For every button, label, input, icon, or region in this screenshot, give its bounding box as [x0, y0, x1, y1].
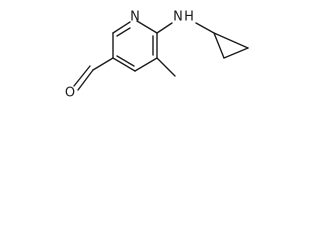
bond-c4-c5-inner	[116, 55, 135, 67]
bond-c4-c5	[112, 57, 136, 72]
structure-canvas: N N H O	[0, 0, 260, 104]
amine-hydrogen-label: H	[184, 10, 194, 25]
bond-c3-methyl	[156, 57, 176, 77]
cyclopropyl-ring	[213, 32, 249, 59]
bond-c6-n1-inner	[116, 27, 131, 37]
bond-c3-c4	[134, 57, 158, 72]
amine-nitrogen-label: N	[173, 10, 183, 25]
bond-cho-o-inner	[73, 65, 91, 87]
bond-cp-3	[223, 47, 249, 59]
bond-c5-cho	[92, 57, 114, 71]
bond-cp-1	[213, 32, 225, 59]
bond-c6-n1	[112, 21, 131, 34]
bond-n1-c2	[136, 20, 158, 34]
bond-nh-cyclopropyl	[195, 22, 215, 34]
bond-c2-nh	[156, 22, 173, 34]
bond-cp-2	[213, 32, 249, 49]
bond-cho-o	[77, 69, 94, 91]
molecule-diagram: N N H O	[65, 10, 249, 101]
aldehyde-oxygen-label: O	[65, 86, 75, 101]
ring-nitrogen-label: N	[130, 10, 140, 25]
pyridine-ring	[112, 20, 158, 72]
